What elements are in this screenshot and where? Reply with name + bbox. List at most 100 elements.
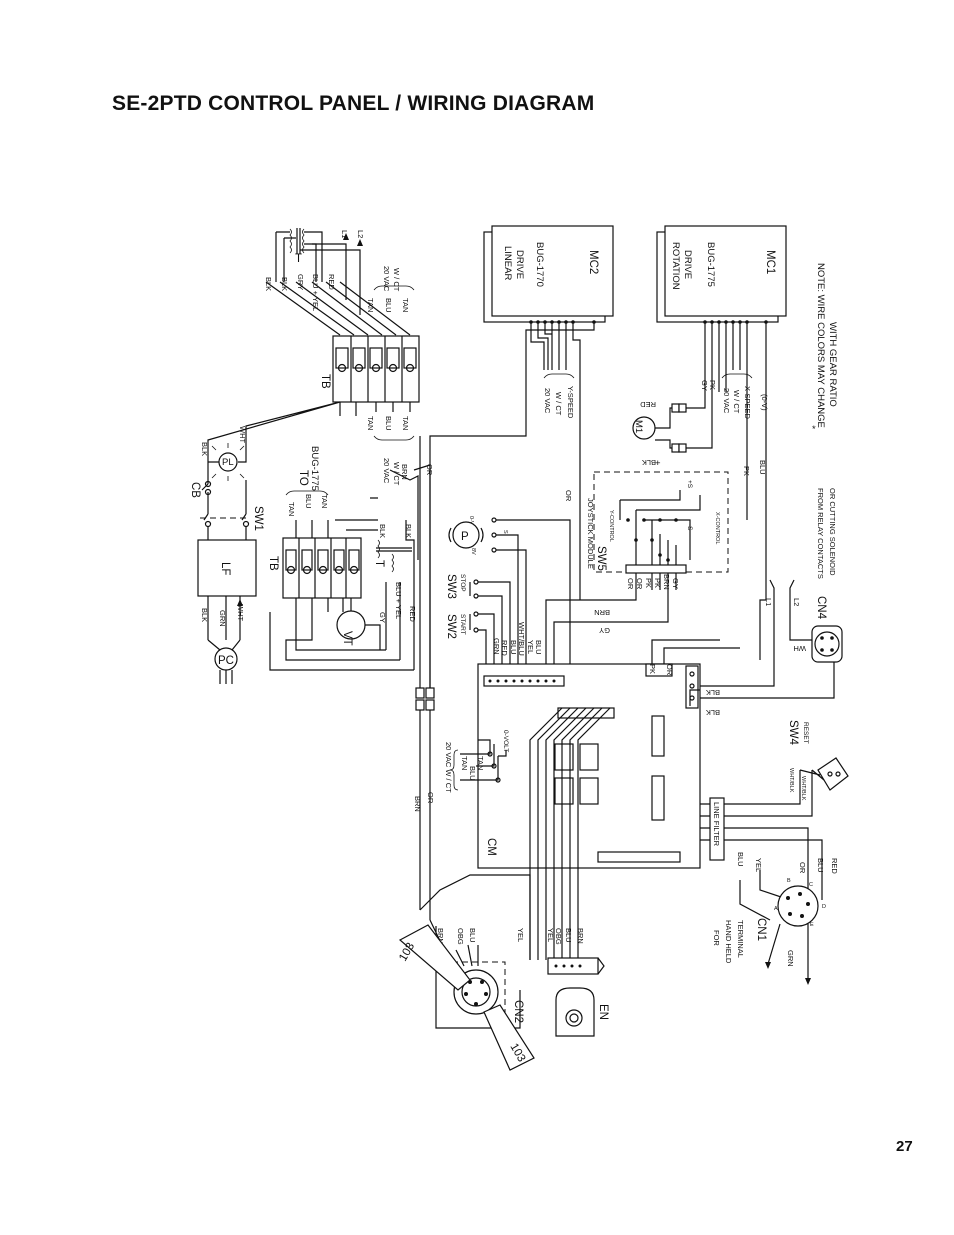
svg-text:BLU: BLU — [758, 460, 767, 475]
sw4-sub: RESET — [802, 722, 809, 744]
svg-text:RED: RED — [830, 858, 839, 874]
mc1-line1: ROTATION — [670, 242, 681, 290]
en-label: EN — [597, 1004, 609, 1020]
joystick-module: SW5 JOYSTICK MODULE Y-CONTROL X-CONTROL … — [545, 471, 729, 680]
m1-motor: M1 RED BLK + — [632, 392, 713, 469]
svg-text:YEL: YEL — [546, 928, 555, 942]
sw5-label: SW5 — [595, 546, 607, 571]
svg-text:GY: GY — [378, 612, 387, 623]
svg-text:20 VAC: 20 VAC — [543, 388, 552, 414]
svg-text:WH: WH — [794, 644, 807, 653]
svg-text:YEL: YEL — [516, 928, 525, 942]
svg-text:0-VOLT: 0-VOLT — [502, 730, 509, 752]
hand-held-2: HAND HELD — [724, 920, 733, 964]
svg-text:WHT: WHT — [238, 426, 247, 443]
to-label: TO — [297, 470, 309, 486]
cn1-label: CN1 — [755, 918, 767, 941]
svg-text:YEL: YEL — [754, 858, 763, 872]
sw3-sub: STOP — [459, 574, 466, 592]
svg-text:BRN: BRN — [400, 464, 409, 480]
svg-text:BLK: BLK — [200, 442, 209, 456]
svg-text:BLU + YEL: BLU + YEL — [394, 582, 403, 619]
svg-text:TAN: TAN — [460, 756, 469, 770]
svg-text:OR: OR — [626, 578, 635, 590]
tb-label-top: TB — [319, 374, 331, 389]
svg-text:OR: OR — [635, 578, 644, 590]
svg-text:B: B — [787, 878, 791, 884]
svg-text:BLU: BLU — [384, 298, 393, 313]
note-line1: NOTE: WIRE COLORS MAY CHANGE — [815, 263, 826, 428]
code-tag-103-bottom: 103 — [483, 1004, 535, 1071]
joystick-label: JOYSTICK MODULE — [586, 498, 595, 569]
svg-text:BRN: BRN — [594, 608, 610, 617]
sw4-reset: SW4 RESET — [787, 720, 849, 791]
svg-text:BLK: BLK — [642, 458, 656, 467]
svg-text:GY: GY — [671, 578, 680, 589]
svg-text:PK: PK — [742, 466, 751, 476]
relay-line2: OR CUTTING SOLENOID — [828, 488, 837, 576]
cn4-connector: L1 L2 CN4 FROM RELAY CONTACTS OR CUTTING… — [764, 488, 843, 663]
cn4-label: CN4 — [815, 596, 827, 620]
svg-text:YEL: YEL — [526, 640, 535, 654]
svg-text:20 VAC: 20 VAC — [722, 388, 731, 414]
power-input-section: CB SW1 PL BLK WHT LF BLK GRN WHT PC — [189, 401, 341, 684]
mc1-signal-wires: GY PK 20 VAC W / CT X-SPEED (0-V) PK BLU — [700, 322, 769, 660]
mc1-rotation-drive: ROTATION DRIVE BUG-1775 MC1 — [656, 225, 787, 324]
svg-text:GRY: GRY — [296, 274, 305, 290]
svg-text:TAN: TAN — [366, 298, 375, 312]
svg-text:PK: PK — [644, 578, 653, 588]
svg-text:+S: +S — [686, 480, 693, 489]
mc1-line2: DRIVE — [682, 250, 693, 279]
pl-label: PL — [222, 457, 234, 468]
sw2-sub: START — [459, 614, 466, 635]
tb-label-lower: TB — [267, 556, 279, 571]
mc1-id: MC1 — [764, 250, 776, 274]
m1-label: M1 — [633, 420, 644, 433]
svg-text:RED: RED — [500, 640, 509, 656]
svg-text:TAN: TAN — [366, 416, 375, 430]
svg-text:TAN: TAN — [320, 494, 329, 508]
svg-text:GRN: GRN — [786, 950, 795, 967]
mc2-linear-drive: LINEAR DRIVE BUG-1770 MC2 — [483, 225, 614, 324]
svg-text:8V: 8V — [470, 548, 476, 555]
svg-text:20 VAC W / CT: 20 VAC W / CT — [444, 742, 453, 793]
svg-text:L1: L1 — [764, 598, 773, 606]
sw3-label: SW3 — [445, 574, 457, 599]
svg-text:C: C — [809, 882, 813, 888]
svg-text:BLK: BLK — [706, 708, 720, 717]
svg-text:OR: OR — [798, 862, 807, 874]
svg-text:S: S — [502, 530, 508, 534]
svg-text:BRN: BRN — [662, 574, 671, 590]
line-filter: LINE FILTER WHT/BLK WHT/BLK BLU YEL OR B… — [700, 768, 839, 900]
svg-text:OR: OR — [564, 490, 573, 502]
cb-label: CB — [189, 482, 201, 498]
svg-text:BLU: BLU — [816, 858, 825, 873]
svg-text:W / CT: W / CT — [392, 268, 401, 292]
svg-text:BLU: BLU — [468, 766, 477, 781]
svg-text:A: A — [774, 906, 778, 912]
svg-text:WHT/BLU: WHT/BLU — [517, 622, 526, 656]
svg-text:WHT: WHT — [236, 604, 245, 621]
relay-line1: FROM RELAY CONTACTS — [816, 488, 825, 579]
cn2-connector: BRN OBG BLU YEL 103 103 CN2 — [397, 874, 535, 1071]
mc2-line1: LINEAR — [502, 246, 513, 280]
t-label-top: T — [295, 253, 302, 265]
svg-text:BRN: BRN — [436, 928, 445, 944]
svg-text:RED: RED — [640, 400, 656, 409]
svg-text:PK: PK — [708, 380, 717, 390]
svg-text:OR: OR — [665, 664, 674, 676]
svg-text:WHT/BLK: WHT/BLK — [800, 776, 806, 801]
svg-text:BLU: BLU — [468, 928, 477, 943]
svg-text:BLU: BLU — [384, 416, 393, 431]
svg-text:RED: RED — [408, 606, 417, 622]
svg-text:L2: L2 — [792, 598, 801, 606]
svg-text:PK: PK — [653, 578, 662, 588]
lf-box — [197, 539, 257, 597]
svg-text:TAN: TAN — [401, 298, 410, 312]
lf-label: LF — [219, 562, 231, 575]
svg-text:BLU: BLU — [509, 640, 518, 655]
svg-text:BRN: BRN — [576, 928, 585, 944]
svg-text:BLU: BLU — [304, 494, 313, 509]
svg-text:TAN: TAN — [287, 502, 296, 516]
note: * NOTE: WIRE COLORS MAY CHANGE WITH GEAR… — [812, 263, 838, 435]
